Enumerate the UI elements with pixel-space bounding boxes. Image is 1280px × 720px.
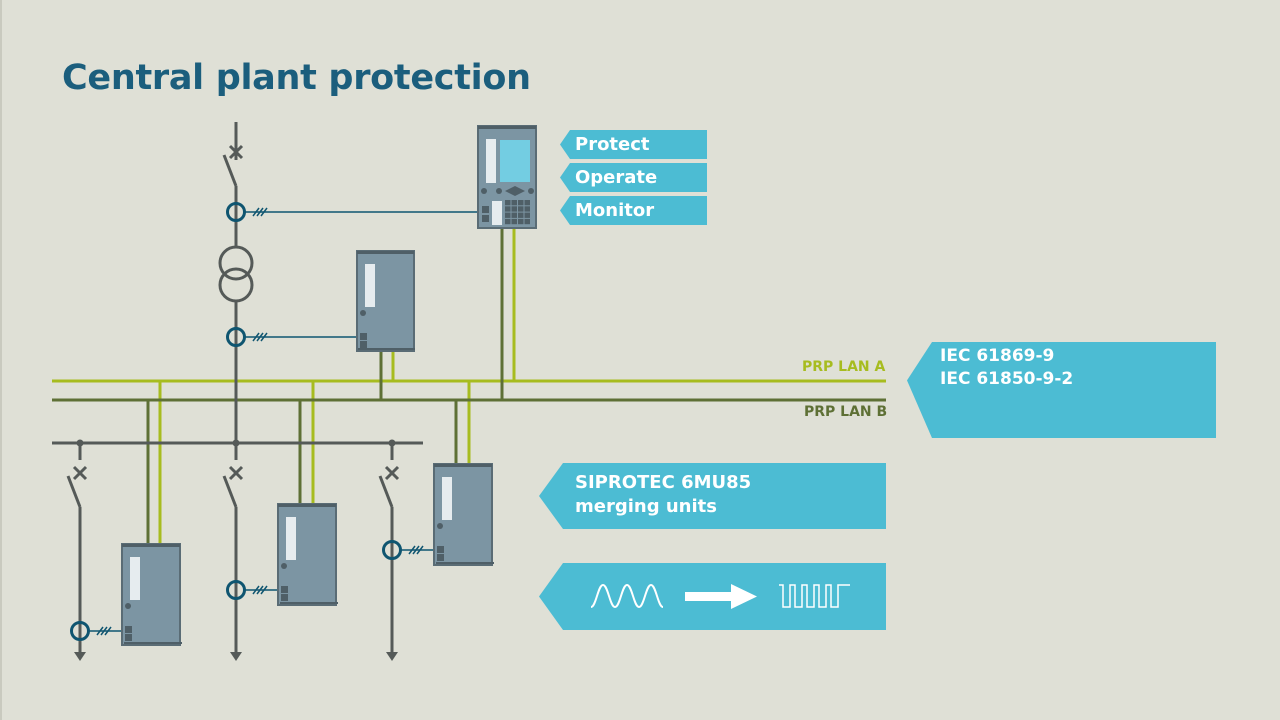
current-transformer-icon xyxy=(70,621,90,641)
page-title: Central plant protection xyxy=(62,58,531,98)
outgoing-feeder xyxy=(378,443,402,661)
right-arrow-icon xyxy=(685,584,757,609)
tag-monitor: Monitor xyxy=(560,196,707,225)
merging-unit-device[interactable] xyxy=(356,250,415,352)
standard-iec-61850-9-2: IEC 61850-9-2 xyxy=(940,369,1074,389)
circuit-breaker-icon xyxy=(222,144,244,187)
square-wave-icon xyxy=(779,584,850,608)
central-protection-device[interactable] xyxy=(477,125,537,229)
circuit-breaker-icon xyxy=(222,465,244,508)
current-transformer-icon xyxy=(226,327,357,347)
merging-unit-device[interactable] xyxy=(89,543,182,646)
merging-units-tag: SIPROTEC 6MU85 merging units xyxy=(539,463,886,529)
arrow-down-icon xyxy=(386,652,398,661)
led-panel xyxy=(365,264,375,307)
incoming-feeder xyxy=(218,122,478,443)
prp-lan-b-network xyxy=(52,228,886,545)
prp-lan-a-label: PRP LAN A xyxy=(802,359,886,375)
circuit-breaker-icon xyxy=(66,465,88,508)
analog-to-digital-tag xyxy=(539,563,886,630)
arrow-down-icon xyxy=(230,652,242,661)
outgoing-feeder xyxy=(66,443,90,661)
led-panel xyxy=(130,557,140,600)
tag-protect: Protect xyxy=(560,130,707,159)
current-transformer-icon xyxy=(226,580,246,600)
three-phase-marker-icon xyxy=(408,545,424,555)
arrow-down-icon xyxy=(74,652,86,661)
led-panel xyxy=(286,517,296,560)
tag-operate: Operate xyxy=(560,163,707,192)
merging-unit-device[interactable] xyxy=(401,463,494,566)
standards-tag: IEC 61869-9 IEC 61850-9-2 xyxy=(907,342,1216,438)
merging-units-desc: merging units xyxy=(575,496,717,517)
left-edge-border xyxy=(0,0,2,720)
led-panel xyxy=(442,477,452,520)
transformer-icon xyxy=(218,245,254,303)
merging-unit-device[interactable] xyxy=(245,503,338,606)
standard-iec-61869-9: IEC 61869-9 xyxy=(940,346,1055,366)
prp-lan-b-label: PRP LAN B xyxy=(804,404,888,420)
outgoing-feeder xyxy=(222,443,246,661)
circuit-breaker-icon xyxy=(378,465,400,508)
current-transformer-icon xyxy=(226,202,478,222)
merging-units-product: SIPROTEC 6MU85 xyxy=(575,472,752,493)
current-transformer-icon xyxy=(382,540,402,560)
sine-wave-icon xyxy=(590,583,664,609)
three-phase-marker-icon xyxy=(96,626,112,636)
three-phase-marker-icon xyxy=(252,585,268,595)
